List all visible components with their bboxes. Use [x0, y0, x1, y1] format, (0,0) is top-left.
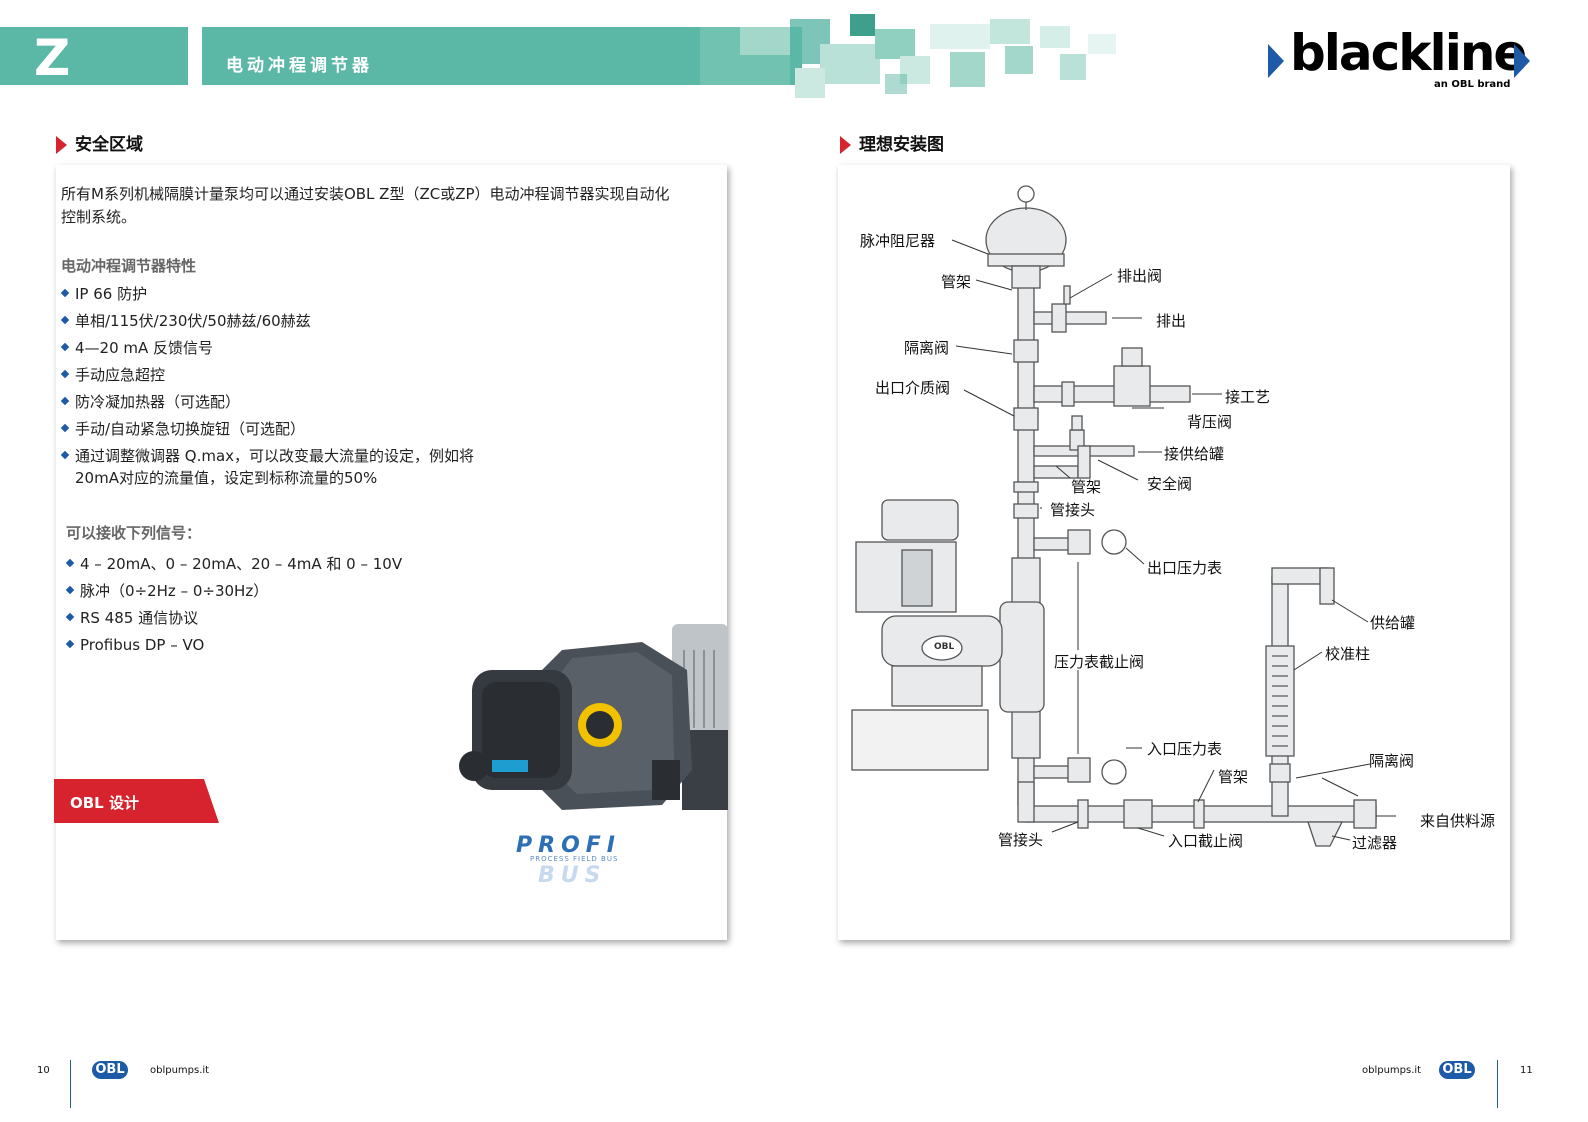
left-section-title: 安全区域 [56, 130, 143, 155]
obl-design-badge: OBL 设计 [54, 779, 219, 823]
website-right[interactable]: oblpumps.it [1362, 1065, 1422, 1076]
profibus-logo: PROFI PROCESS FIELD BUS BUS [516, 833, 621, 888]
page-number-left: 10 [37, 1065, 50, 1076]
label-supply-tank: 供给罐 [1370, 614, 1416, 632]
list-item: 防冷凝加热器（可选配） [61, 391, 701, 413]
red-triangle-icon [56, 136, 67, 154]
label-drain: 排出 [1156, 312, 1187, 330]
signals-list: 4 – 20mA、0 – 20mA、20 – 4mA 和 0 – 10V 脉冲（… [66, 553, 566, 661]
label-drain-valve: 排出阀 [1117, 267, 1163, 285]
label-to-process: 接工艺 [1225, 388, 1271, 406]
obl-logo-right: OBL [1439, 1061, 1475, 1079]
label-union-2: 管接头 [998, 831, 1044, 849]
signals-heading: 可以接收下列信号： [66, 524, 202, 542]
list-item: 4 – 20mA、0 – 20mA、20 – 4mA 和 0 – 10V [66, 553, 566, 575]
list-item: 单相/115伏/230伏/50赫兹/60赫兹 [61, 310, 701, 332]
section-letter: Z [34, 29, 71, 87]
list-item: IP 66 防护 [61, 283, 701, 305]
list-item: 手动/自动紧急切换旋钮（可选配） [61, 418, 701, 440]
label-back-pressure-valve: 背压阀 [1187, 413, 1233, 431]
page-number-right: 11 [1520, 1065, 1533, 1076]
intro-paragraph: 所有M系列机械隔膜计量泵均可以通过安装OBL Z型（ZC或ZP）电动冲程调节器实… [61, 185, 670, 226]
label-isolation-valve-2: 隔离阀 [1369, 752, 1415, 770]
installation-diagram [851, 185, 1396, 847]
label-union-1: 管接头 [1050, 501, 1096, 519]
label-to-supply-tank: 接供给罐 [1164, 445, 1225, 463]
label-inlet-stop-valve: 入口截止阀 [1168, 832, 1244, 850]
footer-divider-left [70, 1060, 71, 1108]
list-item: RS 485 通信协议 [66, 607, 566, 629]
features-heading: 电动冲程调节器特性 [61, 257, 197, 275]
label-safety-valve: 安全阀 [1147, 475, 1193, 493]
label-outlet-gauge: 出口压力表 [1147, 559, 1223, 577]
label-bracket-2: 管架 [1071, 478, 1102, 496]
logo-left-arrow-icon [1268, 44, 1284, 78]
label-pulsation-damper: 脉冲阻尼器 [860, 232, 936, 250]
badge-label: OBL 设计 [70, 794, 139, 812]
label-isolation-valve-1: 隔离阀 [904, 339, 950, 357]
brand-subtitle: an OBL brand [1434, 79, 1511, 90]
obl-logo-left: OBL [92, 1061, 128, 1079]
logo-right-arrow-icon [1514, 44, 1530, 78]
label-bracket-1: 管架 [941, 273, 972, 291]
header-mosaic-decoration [700, 14, 1116, 98]
brand-name: blackline [1290, 24, 1527, 82]
label-from-supply: 来自供料源 [1420, 812, 1496, 830]
label-outlet-valve: 出口介质阀 [875, 379, 951, 397]
footer-divider-right [1497, 1060, 1498, 1108]
red-triangle-icon [840, 136, 851, 154]
label-bracket-3: 管架 [1218, 768, 1249, 786]
label-filter: 过滤器 [1352, 834, 1398, 852]
list-item: 脉冲（0÷2Hz – 0÷30Hz） [66, 580, 566, 602]
pump-head-logo: OBL [934, 642, 955, 652]
brand-logo: blackline an OBL brand [1268, 24, 1530, 92]
badge-shape [54, 779, 219, 823]
label-inlet-gauge: 入口压力表 [1147, 740, 1223, 758]
page-title: 电动冲程调节器 [226, 56, 373, 76]
website-left[interactable]: oblpumps.it [150, 1065, 210, 1076]
label-gauge-stop-valve: 压力表截止阀 [1054, 653, 1145, 671]
list-item: 4—20 mA 反馈信号 [61, 337, 701, 359]
list-item: 手动应急超控 [61, 364, 701, 386]
list-item: 通过调整微调器 Q.max，可以改变最大流量的设定，例如将20mA对应的流量值，… [61, 445, 475, 489]
features-list: IP 66 防护 单相/115伏/230伏/50赫兹/60赫兹 4—20 mA … [61, 283, 701, 494]
right-section-title: 理想安装图 [840, 130, 944, 155]
label-calibration-column: 校准柱 [1325, 645, 1371, 663]
stroke-actuator-product-image [459, 624, 728, 810]
section-letter-block: Z [0, 27, 188, 87]
list-item: Profibus DP – VO [66, 634, 566, 656]
